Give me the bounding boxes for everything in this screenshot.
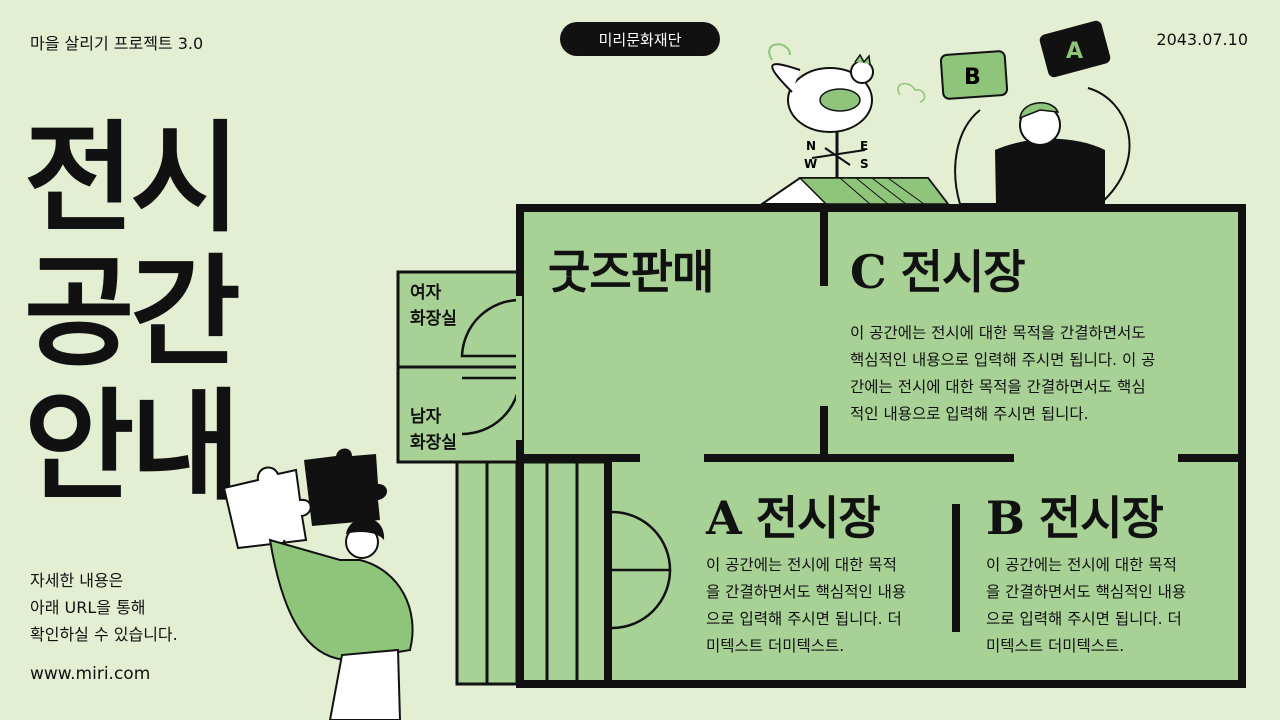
person-with-signs-illustration: [939, 20, 1131, 205]
title-line-3: 안내: [24, 376, 241, 517]
organization-badge: 미리문화재단: [560, 22, 720, 56]
side-description-line: 아래 URL을 통해: [30, 598, 146, 617]
hall-b-description-line: 으로 입력해 주시면 됩니다. 더: [986, 610, 1182, 628]
title-line-1: 전시: [24, 108, 241, 249]
weathervane-icon: [758, 43, 951, 205]
compass-n-label: N: [806, 139, 816, 153]
hall-c-description-line: 이 공간에는 전시에 대한 목적을 간결하면서도: [850, 324, 1146, 342]
hall-c-label: C 전시장: [850, 245, 1026, 299]
sign-letters: B A: [964, 39, 1083, 90]
hall-c-description: 이 공간에는 전시에 대한 목적을 간결하면서도 핵심적인 내용으로 입력해 주…: [850, 320, 1155, 428]
hall-a-label: A 전시장: [706, 491, 881, 545]
hall-a-description-line: 을 간결하면서도 핵심적인 내용: [706, 583, 907, 601]
title-line-2: 공간: [24, 242, 241, 383]
hall-c-description-line: 적인 내용으로 입력해 주시면 됩니다.: [850, 405, 1089, 423]
restroom-men-label: 남자 화장실: [410, 404, 457, 456]
puzzle-person-illustration: [222, 448, 414, 720]
stairs: [455, 460, 609, 686]
compass-e-label: E: [860, 139, 868, 153]
side-description-line: 확인하실 수 있습니다.: [30, 625, 178, 644]
weathervane-labels: N E W S: [804, 139, 869, 171]
goods-shop-label: 굿즈판매: [548, 245, 714, 299]
side-description-line: 자세한 내용은: [30, 571, 124, 590]
event-date: 2043.07.10: [1156, 30, 1248, 49]
hall-c-description-line: 간에는 전시에 대한 목적을 간결하면서도 핵심: [850, 378, 1146, 396]
hall-b-description: 이 공간에는 전시에 대한 목적 을 간결하면서도 핵심적인 내용 으로 입력해…: [986, 552, 1186, 660]
restroom-men-label-line: 남자: [410, 407, 442, 427]
outer-wall: [516, 204, 1246, 688]
restroom-women-label: 여자 화장실: [410, 280, 457, 332]
hall-b-description-line: 미텍스트 더미텍스트.: [986, 637, 1125, 655]
compass-w-label: W: [804, 157, 817, 171]
hall-c-description-line: 핵심적인 내용으로 입력해 주시면 됩니다. 이 공: [850, 351, 1156, 369]
building-floor: [520, 208, 1242, 684]
sign-b-label: B: [964, 65, 981, 90]
hall-b-description-line: 이 공간에는 전시에 대한 목적: [986, 556, 1177, 574]
hall-a-description-line: 이 공간에는 전시에 대한 목적: [706, 556, 897, 574]
project-title: 마을 살리기 프로젝트 3.0: [30, 34, 204, 53]
hall-a-description-line: 으로 입력해 주시면 됩니다. 더: [706, 610, 902, 628]
restroom-men-label-line: 화장실: [410, 433, 457, 453]
sign-a-label: A: [1066, 39, 1083, 64]
compass-s-label: S: [860, 157, 869, 171]
hall-a-description: 이 공간에는 전시에 대한 목적 을 간결하면서도 핵심적인 내용 으로 입력해…: [706, 552, 906, 660]
restroom-women-label-line: 화장실: [410, 309, 457, 329]
hall-a-description-line: 미텍스트 더미텍스트.: [706, 637, 845, 655]
page-title: 전시 공간 안내: [24, 108, 241, 517]
side-description: 자세한 내용은 아래 URL을 통해 확인하실 수 있습니다.: [30, 567, 178, 648]
restroom-women-label-line: 여자: [410, 283, 442, 303]
website-link[interactable]: www.miri.com: [30, 664, 151, 684]
hall-b-label: B 전시장: [986, 491, 1164, 545]
hall-b-description-line: 을 간결하면서도 핵심적인 내용: [986, 583, 1187, 601]
